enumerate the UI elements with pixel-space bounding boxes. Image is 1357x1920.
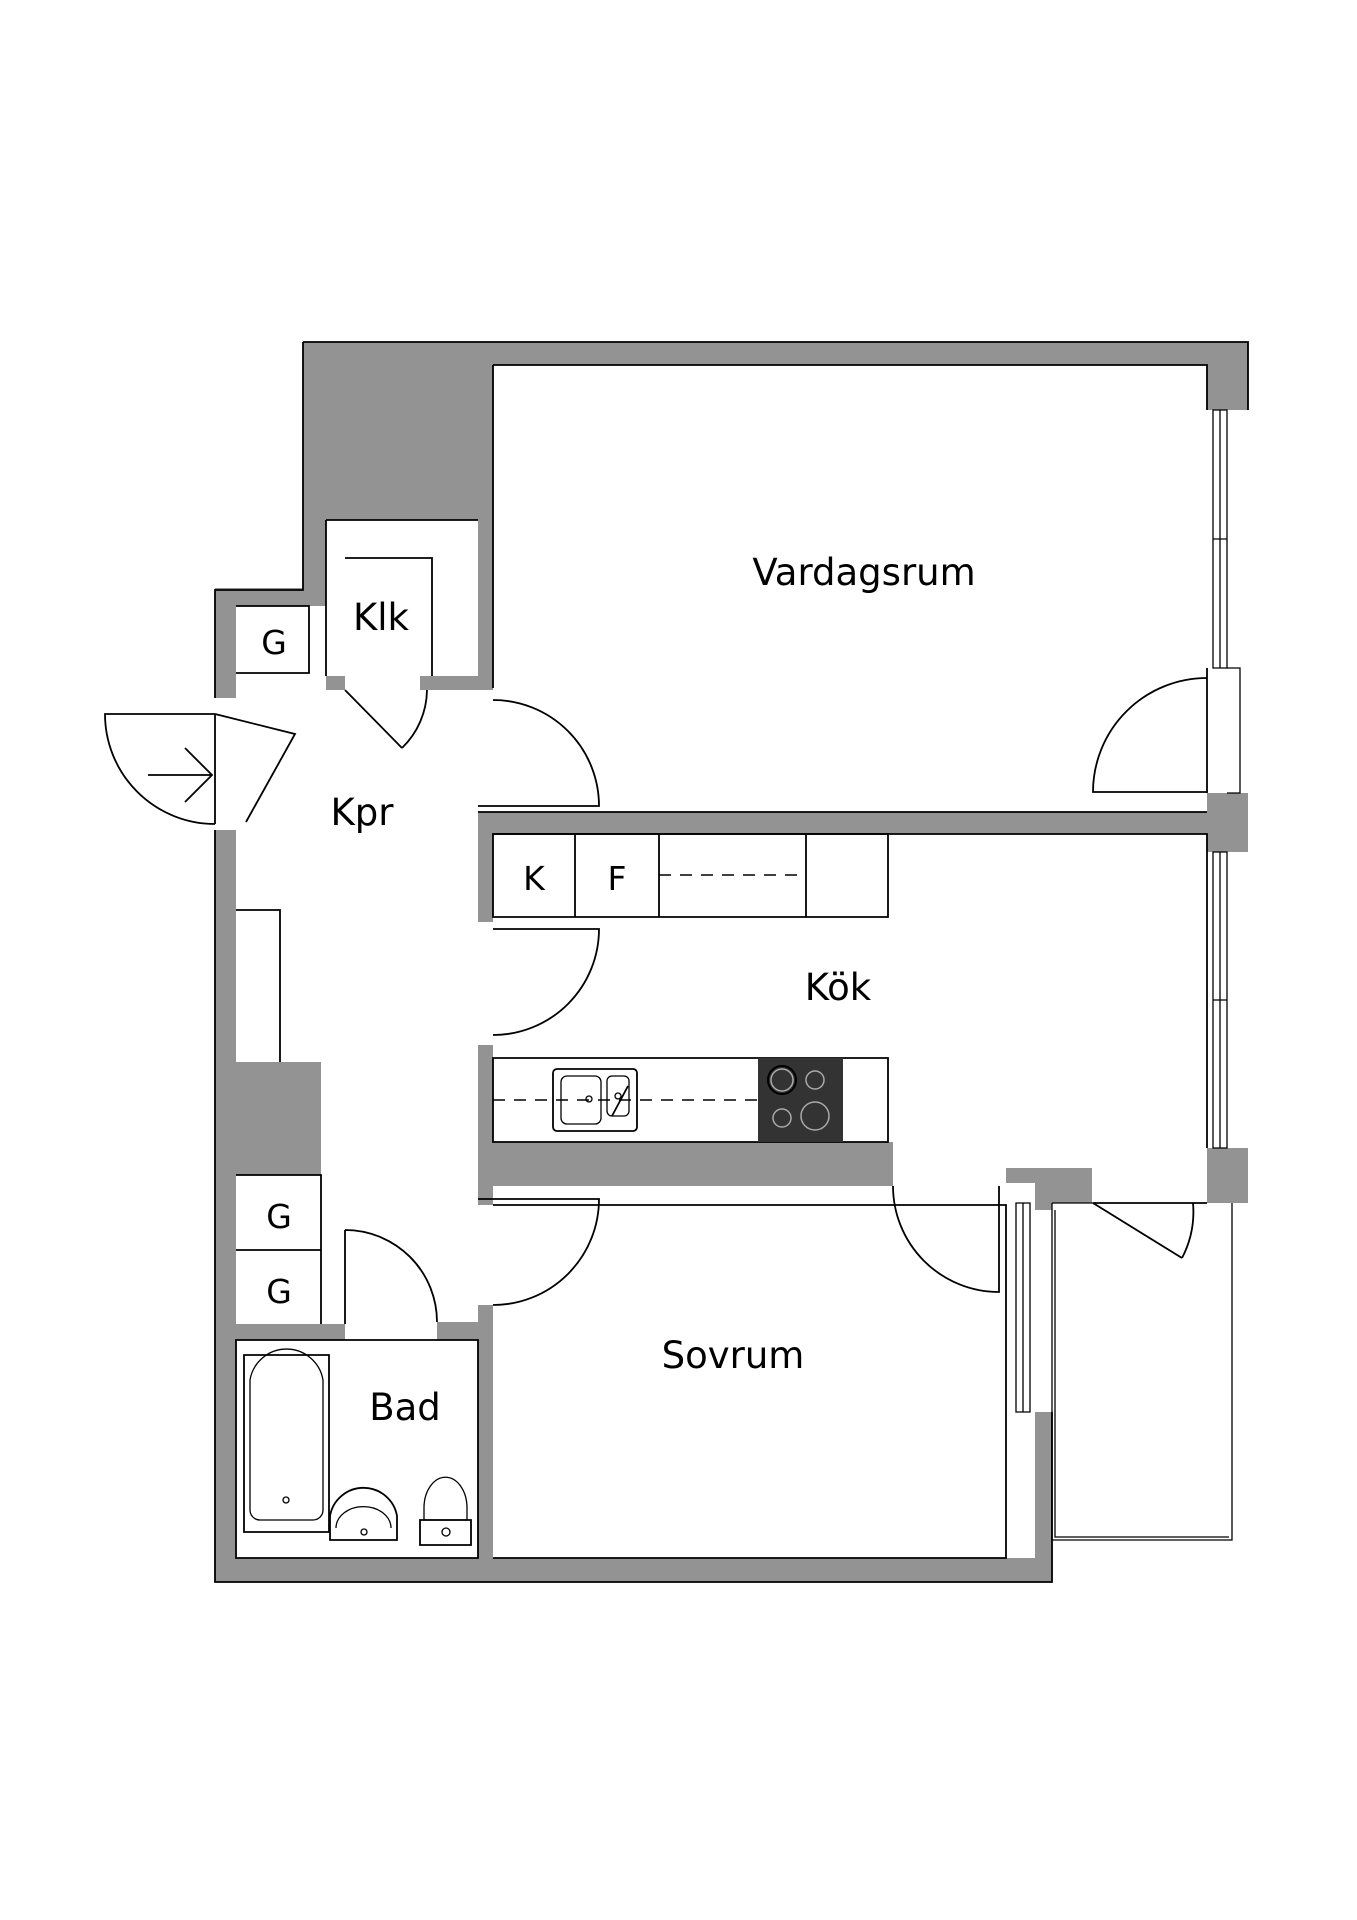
entry-arrow-icon — [148, 747, 214, 803]
fixture-label-k: K — [523, 859, 546, 898]
wall-bottom — [215, 1558, 1052, 1582]
room-label-kpr: Kpr — [331, 791, 395, 834]
wall-bad-sovrum-gap — [478, 1305, 493, 1330]
entry-door — [104, 713, 297, 825]
wall-left-entry-lower — [215, 830, 236, 1062]
wall-right-low — [1207, 1148, 1248, 1203]
kitchen-top-counter — [492, 833, 889, 918]
doors — [104, 677, 1208, 1324]
toilet-icon — [419, 1476, 472, 1546]
balcony-outline — [1051, 1202, 1233, 1541]
wall-block-left — [215, 1062, 321, 1340]
outline-g-low — [236, 1174, 322, 1324]
door-sovrum-hall — [478, 1198, 600, 1306]
washbasin-icon — [329, 1486, 398, 1541]
fixture-label-g-mid: G — [266, 1197, 292, 1236]
wall-top — [303, 342, 1248, 365]
window-balcony-door-frame — [1227, 667, 1241, 794]
window-vardagsrum — [1212, 409, 1228, 669]
outline-entry-wardrobe — [236, 909, 281, 1062]
wall-kok-left-low — [478, 1045, 493, 1142]
room-label-sovrum: Sovrum — [662, 1334, 805, 1377]
door-kok — [492, 928, 600, 1036]
window-sovrum — [1015, 1202, 1031, 1413]
outline-klk — [325, 519, 478, 676]
door-kok-balcony — [1092, 1202, 1195, 1259]
door-balcony — [1092, 677, 1208, 793]
outline-g-top — [236, 605, 310, 674]
bathtub-icon — [243, 1348, 330, 1533]
wall-right-mid — [1207, 793, 1248, 852]
outline-sovrum — [493, 1204, 1007, 1559]
fixtures — [243, 833, 889, 1546]
wall-left-bath — [215, 1340, 236, 1582]
wall-kok-left-top — [478, 812, 493, 922]
door-bad — [344, 1229, 438, 1324]
window-kok — [1212, 851, 1228, 1149]
wall-klk-bottom-right — [420, 676, 493, 690]
wall-klk-bottom — [326, 676, 345, 690]
walls — [215, 342, 1248, 1582]
wall-block-topleft — [303, 342, 493, 590]
fixture-label-g-low: G — [266, 1272, 292, 1311]
wall-kok-sovrum — [478, 1142, 893, 1205]
windows — [1015, 409, 1241, 1413]
room-label-kok: Kök — [805, 966, 872, 1009]
balcony — [1051, 1202, 1233, 1541]
stove-icon — [758, 1058, 843, 1142]
fixture-label-f: F — [608, 859, 627, 898]
wall-bad-right — [478, 1322, 493, 1558]
wall-bad-top — [236, 1324, 345, 1340]
labels: Vardagsrum Kök Sovrum Kpr Klk Bad G G G … — [261, 551, 975, 1429]
door-sovrum-kok — [892, 1185, 1000, 1293]
kitchen-bottom-counter — [492, 1057, 889, 1143]
outline-bad — [235, 1339, 479, 1559]
room-label-bad: Bad — [369, 1386, 441, 1429]
room-label-klk: Klk — [353, 596, 410, 639]
wall-sovrum-right-top — [1006, 1168, 1092, 1210]
door-klk — [344, 689, 428, 749]
wall-sovrum-right — [1035, 1412, 1052, 1582]
sink-icon — [552, 1068, 638, 1132]
wall-vardag-kok — [478, 812, 1207, 834]
fixture-label-g-top: G — [261, 623, 287, 662]
room-label-vardagsrum: Vardagsrum — [752, 551, 975, 594]
outline-vardagsrum — [478, 364, 1208, 813]
wall-right-top — [1207, 342, 1248, 410]
wall-klk-right — [478, 365, 493, 688]
wall-left-upper — [215, 588, 326, 698]
door-vardagsrum — [478, 699, 600, 807]
